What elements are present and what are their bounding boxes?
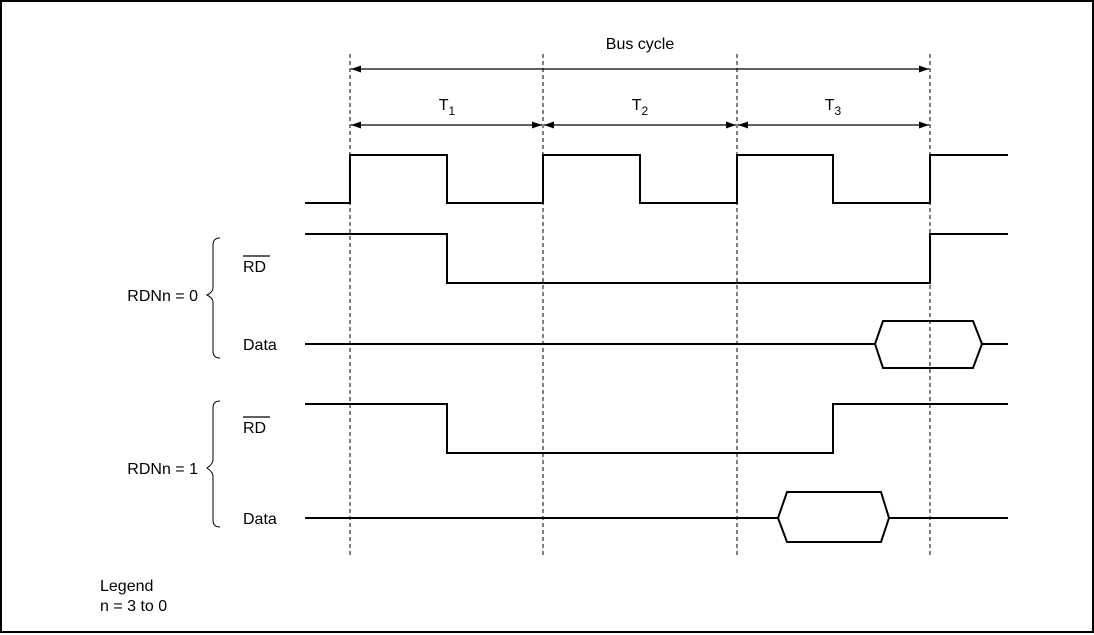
clock-waveform <box>305 154 1008 204</box>
state-label-t3: T3 <box>825 97 842 118</box>
data-valid-window-rdnn0 <box>873 320 984 369</box>
rd-waveform-rdnn1 <box>305 403 1008 454</box>
state-label-t1: T1 <box>439 97 456 118</box>
group-label-rdnn1: RDNn = 1 <box>127 461 198 478</box>
data-label-rdnn1: Data <box>243 511 277 528</box>
group-brace-rdnn1 <box>206 400 221 528</box>
data-valid-window-rdnn1 <box>776 491 891 543</box>
group-brace-rdnn0 <box>205 237 221 359</box>
legend-text: n = 3 to 0 <box>100 598 168 615</box>
rd-label-rdnn0: RD <box>243 259 266 276</box>
rd-label-rdnn1: RD <box>243 420 266 437</box>
legend-title: Legend <box>100 578 154 595</box>
group-label-rdnn0: RDNn = 0 <box>127 288 198 305</box>
state-label-t2: T2 <box>632 97 649 118</box>
bus-cycle-label: Bus cycle <box>606 36 675 53</box>
data-label-rdnn0: Data <box>243 337 277 354</box>
legend: Legend n = 3 to 0 <box>100 577 167 617</box>
cycle-boundaries <box>349 54 931 558</box>
rd-waveform-rdnn0 <box>305 233 1008 284</box>
